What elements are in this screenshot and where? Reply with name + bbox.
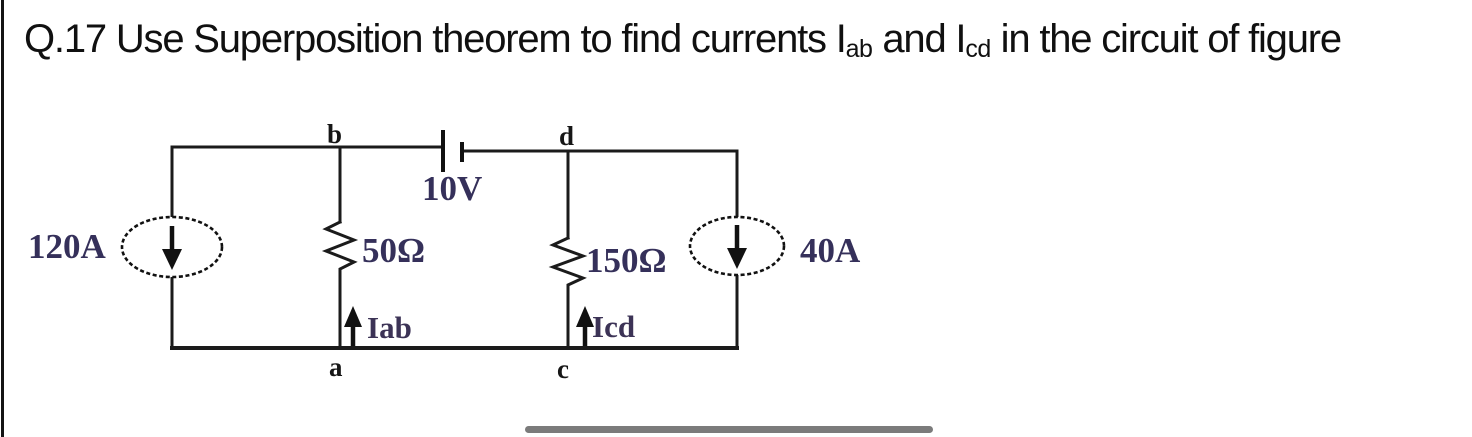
circuit-diagram: 120A 40A 10V 50Ω 150Ω Iab Icd a b c d [28, 119, 861, 384]
current-iab-label: Iab [367, 310, 412, 345]
left-source-label: 120A [28, 227, 107, 266]
title-text-1: Q.17 Use Superposition theorem to find c… [24, 17, 847, 61]
current-arrow-icd [576, 306, 594, 346]
arrow-up-icon-icd [576, 306, 594, 327]
arrow-down-icon-right [727, 248, 747, 269]
current-source-right-icon [688, 215, 786, 277]
node-label-d: d [559, 121, 574, 151]
arrow-up-icon-iab [344, 306, 362, 327]
node-label-a: a [329, 352, 343, 382]
resistor-150-label: 150Ω [586, 241, 667, 280]
arrow-down-icon-left [162, 249, 182, 270]
resistor-zigzag-50 [321, 219, 359, 274]
node-label-b: b [327, 119, 342, 149]
home-gesture-bar[interactable] [525, 426, 933, 433]
voltage-source-label: 10V [422, 169, 482, 208]
resistor-50-label: 50Ω [362, 231, 425, 270]
current-icd-label: Icd [592, 309, 635, 344]
title-text-2: and I [872, 17, 966, 61]
current-arrow-iab [344, 306, 362, 346]
right-source-label: 40A [800, 231, 861, 270]
left-edge-line [1, 0, 4, 437]
current-source-left-icon [120, 215, 224, 279]
resistor-zigzag-150 [548, 236, 588, 290]
question-title: Q.17 Use Superposition theorem to find c… [24, 14, 1470, 64]
node-label-c: c [557, 354, 569, 384]
title-text-3: in the circuit of figure [990, 17, 1342, 61]
battery-icon [441, 130, 464, 172]
title-subscript-ab: ab [845, 35, 873, 63]
title-subscript-cd: cd [965, 35, 991, 63]
